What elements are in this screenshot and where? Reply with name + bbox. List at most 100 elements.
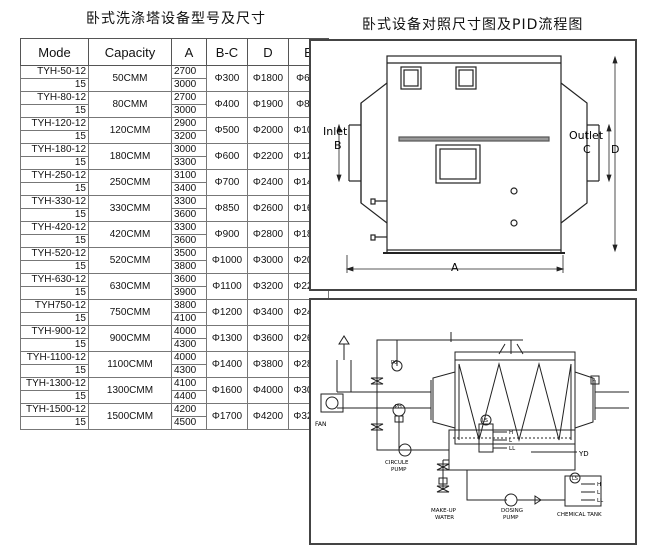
table-row: TYH-330-1215330CMM33003600Φ850Φ2600Φ1600	[20, 195, 329, 222]
level-h: H	[509, 430, 513, 436]
fan-label: FAN	[315, 421, 327, 428]
capacity-cell: 180CMM	[88, 143, 172, 170]
capacity-cell: 1500CMM	[88, 403, 172, 430]
a-value-1: 3300	[172, 222, 206, 235]
model-name: TYH-1300-12	[21, 378, 88, 391]
d-cell: Φ2200	[247, 143, 289, 170]
outlet-hood	[560, 82, 588, 224]
bc-cell: Φ1000	[206, 247, 248, 274]
model-suffix: 15	[74, 365, 86, 376]
a-value-2: 4500	[174, 417, 197, 428]
bc-cell: Φ1700	[206, 403, 248, 430]
d-cell: Φ3400	[247, 299, 289, 326]
view-window-left	[400, 66, 422, 90]
a-value-2: 4400	[174, 391, 197, 402]
bc-cell: Φ1400	[206, 351, 248, 378]
d-cell: Φ4200	[247, 403, 289, 430]
a-value-1: 4000	[172, 326, 206, 339]
model-name: TYH-520-12	[21, 248, 88, 261]
model-suffix: 15	[74, 287, 86, 298]
level-l: L	[509, 438, 513, 444]
table-row: TYH-80-121580CMM27003000Φ400Φ1900Φ800	[20, 91, 329, 118]
capacity-cell: 50CMM	[88, 65, 172, 92]
circule-pump-label-2: PUMP	[391, 467, 407, 473]
level2-h: H	[597, 482, 601, 488]
table-row: TYH-250-1215250CMM31003400Φ700Φ2400Φ1400	[20, 169, 329, 196]
model-suffix: 15	[74, 79, 86, 90]
tag-ls-2: LS	[572, 476, 578, 482]
make-up-water-label-2: WATER	[435, 515, 454, 521]
d-cell: Φ3000	[247, 247, 289, 274]
model-suffix: 15	[74, 105, 86, 116]
pid-diagram-panel: FAN PG PH CIRCULE PUMP LS H L LL YD MAKE…	[309, 298, 637, 545]
model-name: TYH-180-12	[21, 144, 88, 157]
a-value-1: 3300	[172, 196, 206, 209]
outlet-label: Outlet	[569, 129, 604, 142]
header-capacity: Capacity	[88, 38, 172, 66]
bc-cell: Φ300	[206, 65, 248, 92]
table-row: TYH-630-1215630CMM36003900Φ1100Φ3200Φ220…	[20, 273, 329, 300]
table-row: TYH-420-1215420CMM33003600Φ900Φ2800Φ1800	[20, 221, 329, 248]
dosing-pump-label-2: PUMP	[503, 515, 519, 521]
vessel-body	[386, 55, 562, 251]
table-row: TYH-120-1215120CMM29003200Φ500Φ2000Φ1000	[20, 117, 329, 144]
inlet-label: Inlet	[323, 125, 348, 138]
a-value-2: 3600	[174, 209, 197, 220]
a-value-1: 2700	[172, 66, 206, 79]
a-value-2: 4300	[174, 365, 197, 376]
d-cell: Φ3600	[247, 325, 289, 352]
dimension-drawing-panel: Inlet B Outlet C D A	[309, 39, 637, 291]
model-name: TYH-120-12	[21, 118, 88, 131]
a-value-1: 2900	[172, 118, 206, 131]
dimension-drawing: Inlet B Outlet C D A	[323, 55, 619, 274]
a-value-2: 3000	[174, 79, 197, 90]
model-suffix: 15	[74, 261, 86, 272]
circule-pump-label-1: CIRCULE	[385, 460, 409, 466]
capacity-cell: 750CMM	[88, 299, 172, 326]
model-name: TYH750-12	[21, 300, 88, 313]
length-dim-label: A	[451, 261, 459, 274]
header-a: A	[171, 38, 207, 66]
a-value-1: 3600	[172, 274, 206, 287]
level-ll: LL	[509, 446, 516, 452]
table-row: TYH750-1215750CMM38004100Φ1200Φ3400Φ2400	[20, 299, 329, 326]
tag-pg: PG	[391, 360, 398, 366]
bc-cell: Φ600	[206, 143, 248, 170]
tag-yd: YD	[578, 450, 589, 458]
capacity-cell: 520CMM	[88, 247, 172, 274]
bc-cell: Φ700	[206, 169, 248, 196]
model-name: TYH-630-12	[21, 274, 88, 287]
bc-cell: Φ1100	[206, 273, 248, 300]
model-name: TYH-80-12	[21, 92, 88, 105]
pid-diagram: FAN PG PH CIRCULE PUMP LS H L LL YD MAKE…	[315, 332, 629, 521]
bc-cell: Φ1300	[206, 325, 248, 352]
tag-p: P	[592, 378, 595, 384]
tag-ls: LS	[482, 418, 488, 424]
a-value-2: 3200	[174, 131, 197, 142]
model-name: TYH-250-12	[21, 170, 88, 183]
capacity-cell: 1300CMM	[88, 377, 172, 404]
fan-icon	[320, 393, 344, 413]
d-cell: Φ2800	[247, 221, 289, 248]
d-cell: Φ1900	[247, 91, 289, 118]
table-title: 卧式洗涤塔设备型号及尺寸	[86, 11, 266, 27]
table-body: TYH-50-121550CMM27003000Φ300Φ1800Φ600TYH…	[20, 65, 329, 430]
chemical-tank-label: CHEMICAL TANK	[557, 512, 602, 518]
capacity-cell: 250CMM	[88, 169, 172, 196]
bc-cell: Φ1200	[206, 299, 248, 326]
